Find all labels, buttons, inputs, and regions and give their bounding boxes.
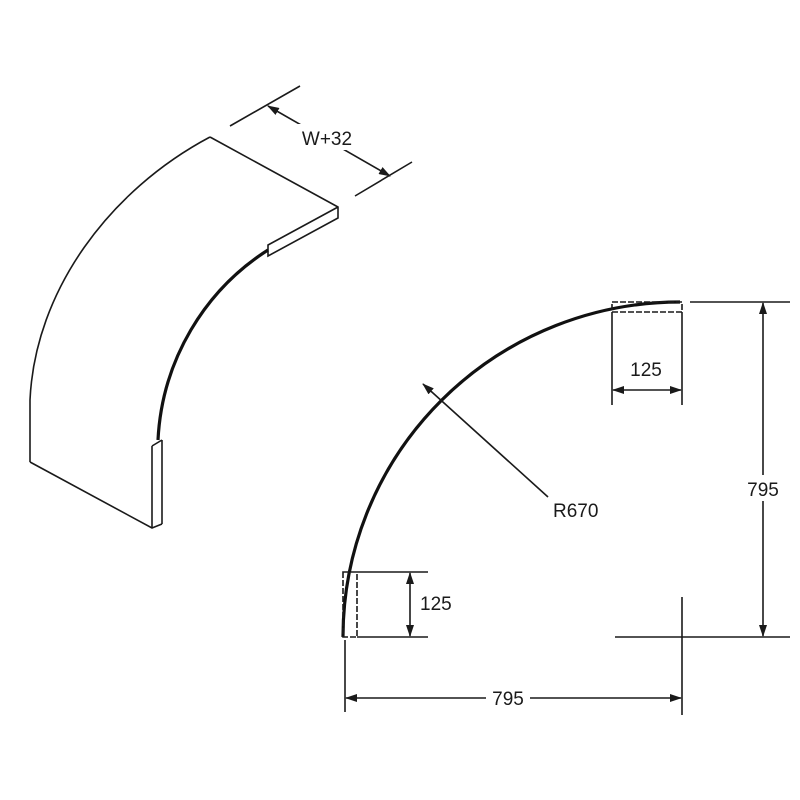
- top-flange-extension-lines: [611, 312, 683, 405]
- height-label: 795: [747, 480, 779, 501]
- outer-curved-edge: [29, 136, 211, 462]
- width-label: W+32: [302, 129, 352, 150]
- top-edge: [209, 136, 339, 258]
- inner-curved-edge: [156, 248, 269, 441]
- bottom-edge: [29, 461, 163, 529]
- width-extension-lines: [229, 85, 413, 197]
- side-flange-label: 125: [420, 594, 452, 615]
- radius-label: R670: [553, 501, 598, 522]
- side-flange: [151, 439, 163, 528]
- top-flange-label: 125: [630, 360, 662, 381]
- radius-leader: [422, 383, 549, 498]
- top-flange: [611, 301, 683, 313]
- width-label: 795: [492, 689, 524, 710]
- side-flange-extension-lines: [357, 571, 428, 638]
- side-flange: [342, 571, 358, 638]
- isometric-cover-view: W+32: [29, 85, 413, 529]
- height-extension-lines: [615, 301, 790, 715]
- plan-view: 125 795 795 125 R670: [341, 300, 790, 715]
- bend-arc: [341, 300, 681, 638]
